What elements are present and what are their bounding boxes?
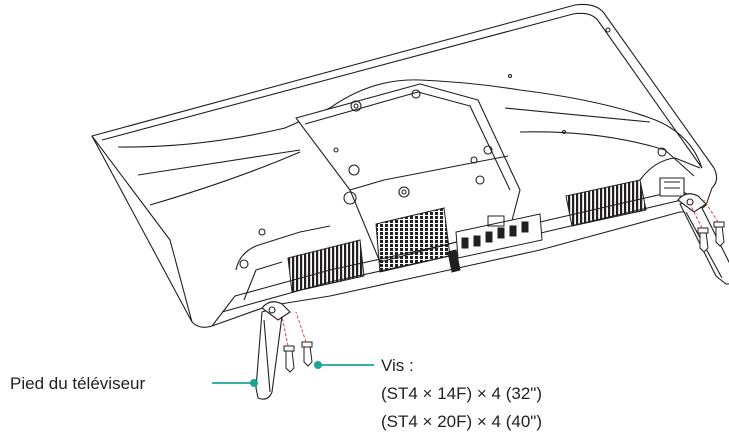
connector-ports <box>447 213 543 273</box>
stand-callout: Pied du téléviseur <box>10 374 258 393</box>
stand-screws <box>283 221 725 373</box>
screw-guide-lines <box>281 199 719 347</box>
screw-spec-32: (ST4 × 14F) × 4 (32") <box>381 384 542 403</box>
screw-callout-dot <box>314 361 322 369</box>
vent-grilles <box>287 179 647 293</box>
stand-callout-dot <box>250 379 258 387</box>
screw-callout: Vis : (ST4 × 14F) × 4 (32") (ST4 × 20F) … <box>314 356 542 431</box>
screw-label: Vis : <box>381 356 414 375</box>
screw-right-a <box>697 227 709 253</box>
screw-left-b <box>301 341 313 367</box>
left-stand <box>255 301 291 400</box>
screw-left-a <box>283 345 295 373</box>
tv-back-panel <box>91 3 718 328</box>
stand-label: Pied du téléviseur <box>10 374 145 393</box>
screw-right-b <box>713 221 725 247</box>
screw-spec-40: (ST4 × 20F) × 4 (40") <box>381 412 542 431</box>
